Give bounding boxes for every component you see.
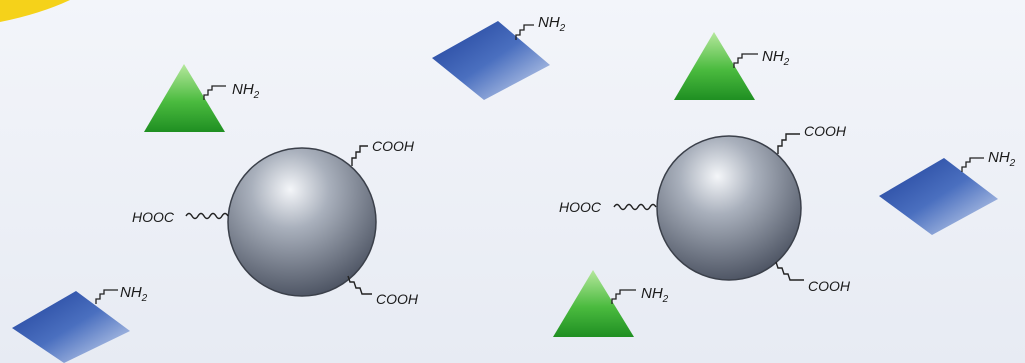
- carboxyl-label: COOH: [376, 291, 419, 307]
- triangle-shape: [553, 270, 634, 337]
- linker: [777, 133, 800, 154]
- carboxyl-label: HOOC: [132, 209, 175, 225]
- amine-label: NH2: [762, 48, 790, 68]
- sphere: [656, 135, 802, 281]
- linker: [961, 157, 984, 172]
- linker: [775, 261, 804, 281]
- diamond-shape: [879, 158, 998, 235]
- linker: [95, 289, 118, 304]
- linker: [203, 85, 226, 100]
- amine-label: NH2: [232, 81, 260, 101]
- nanoparticle-right: COOH HOOC COOH: [559, 123, 851, 294]
- amine-label: NH2: [988, 149, 1016, 169]
- linker: [613, 203, 657, 211]
- diamond-shape: [432, 21, 550, 100]
- diamond-molecule: NH2: [879, 149, 1016, 235]
- triangle-molecule: NH2: [144, 64, 260, 132]
- carboxyl-label: HOOC: [559, 199, 602, 215]
- triangle-shape: [674, 32, 755, 100]
- linker: [515, 24, 534, 40]
- diamond-molecule: NH2: [12, 284, 148, 363]
- linker: [611, 289, 636, 304]
- triangle-molecule: NH2: [553, 270, 669, 337]
- triangle-molecule: NH2: [674, 32, 790, 100]
- carboxyl-label: COOH: [372, 138, 415, 154]
- linker: [185, 212, 229, 220]
- nanoparticle-left: COOH HOOC COOH: [132, 138, 419, 307]
- sphere: [227, 147, 377, 297]
- carboxyl-label: COOH: [808, 278, 851, 294]
- amine-label: NH2: [120, 284, 148, 304]
- amine-label: NH2: [538, 14, 566, 34]
- carboxyl-label: COOH: [804, 123, 847, 139]
- linker: [347, 275, 372, 295]
- triangle-shape: [144, 64, 225, 132]
- linker: [733, 53, 758, 68]
- diamond-molecule: NH2: [432, 14, 566, 100]
- linker: [351, 145, 368, 166]
- corner-accent: [0, 0, 70, 22]
- amine-label: NH2: [641, 285, 669, 305]
- diamond-shape: [12, 291, 130, 363]
